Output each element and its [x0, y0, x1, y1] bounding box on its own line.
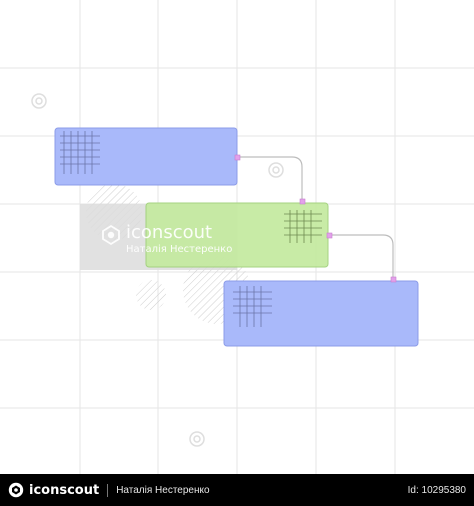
connector-node — [299, 198, 306, 205]
watermark-author: Наталія Нестеренко — [126, 244, 233, 255]
gantt-illustration — [0, 0, 474, 474]
footer-bar: iconscout Наталія Нестеренко Id: 1029538… — [0, 474, 474, 506]
iconscout-logo-icon[interactable] — [8, 482, 24, 498]
connector-node — [390, 276, 397, 283]
connector-line — [329, 234, 394, 281]
hatched-circle — [136, 280, 166, 310]
footer-asset-id: Id: 10295380 — [407, 484, 466, 496]
connector-line — [237, 156, 303, 203]
connector-node — [234, 154, 241, 161]
footer-author[interactable]: Наталія Нестеренко — [116, 484, 210, 496]
bar-grid-pattern — [233, 286, 272, 327]
watermark-brand: iconscout — [126, 222, 213, 243]
bar-grid-pattern — [60, 131, 100, 174]
timeline-bar-blue — [223, 280, 419, 347]
connector-node — [326, 232, 333, 239]
iconscout-logo-icon — [102, 224, 120, 246]
bar-grid-pattern — [284, 210, 322, 243]
connector-nodes — [234, 154, 397, 283]
watermark-text: iconscout Наталія Нестеренко — [126, 224, 232, 255]
footer-brand[interactable]: iconscout — [29, 482, 100, 498]
connector-lines — [237, 156, 394, 281]
timeline-bar-blue — [54, 127, 238, 186]
illustration-canvas: iconscout Наталія Нестеренко — [0, 0, 474, 474]
footer-divider — [107, 483, 109, 497]
magnifier-watermark-icon — [31, 93, 284, 447]
